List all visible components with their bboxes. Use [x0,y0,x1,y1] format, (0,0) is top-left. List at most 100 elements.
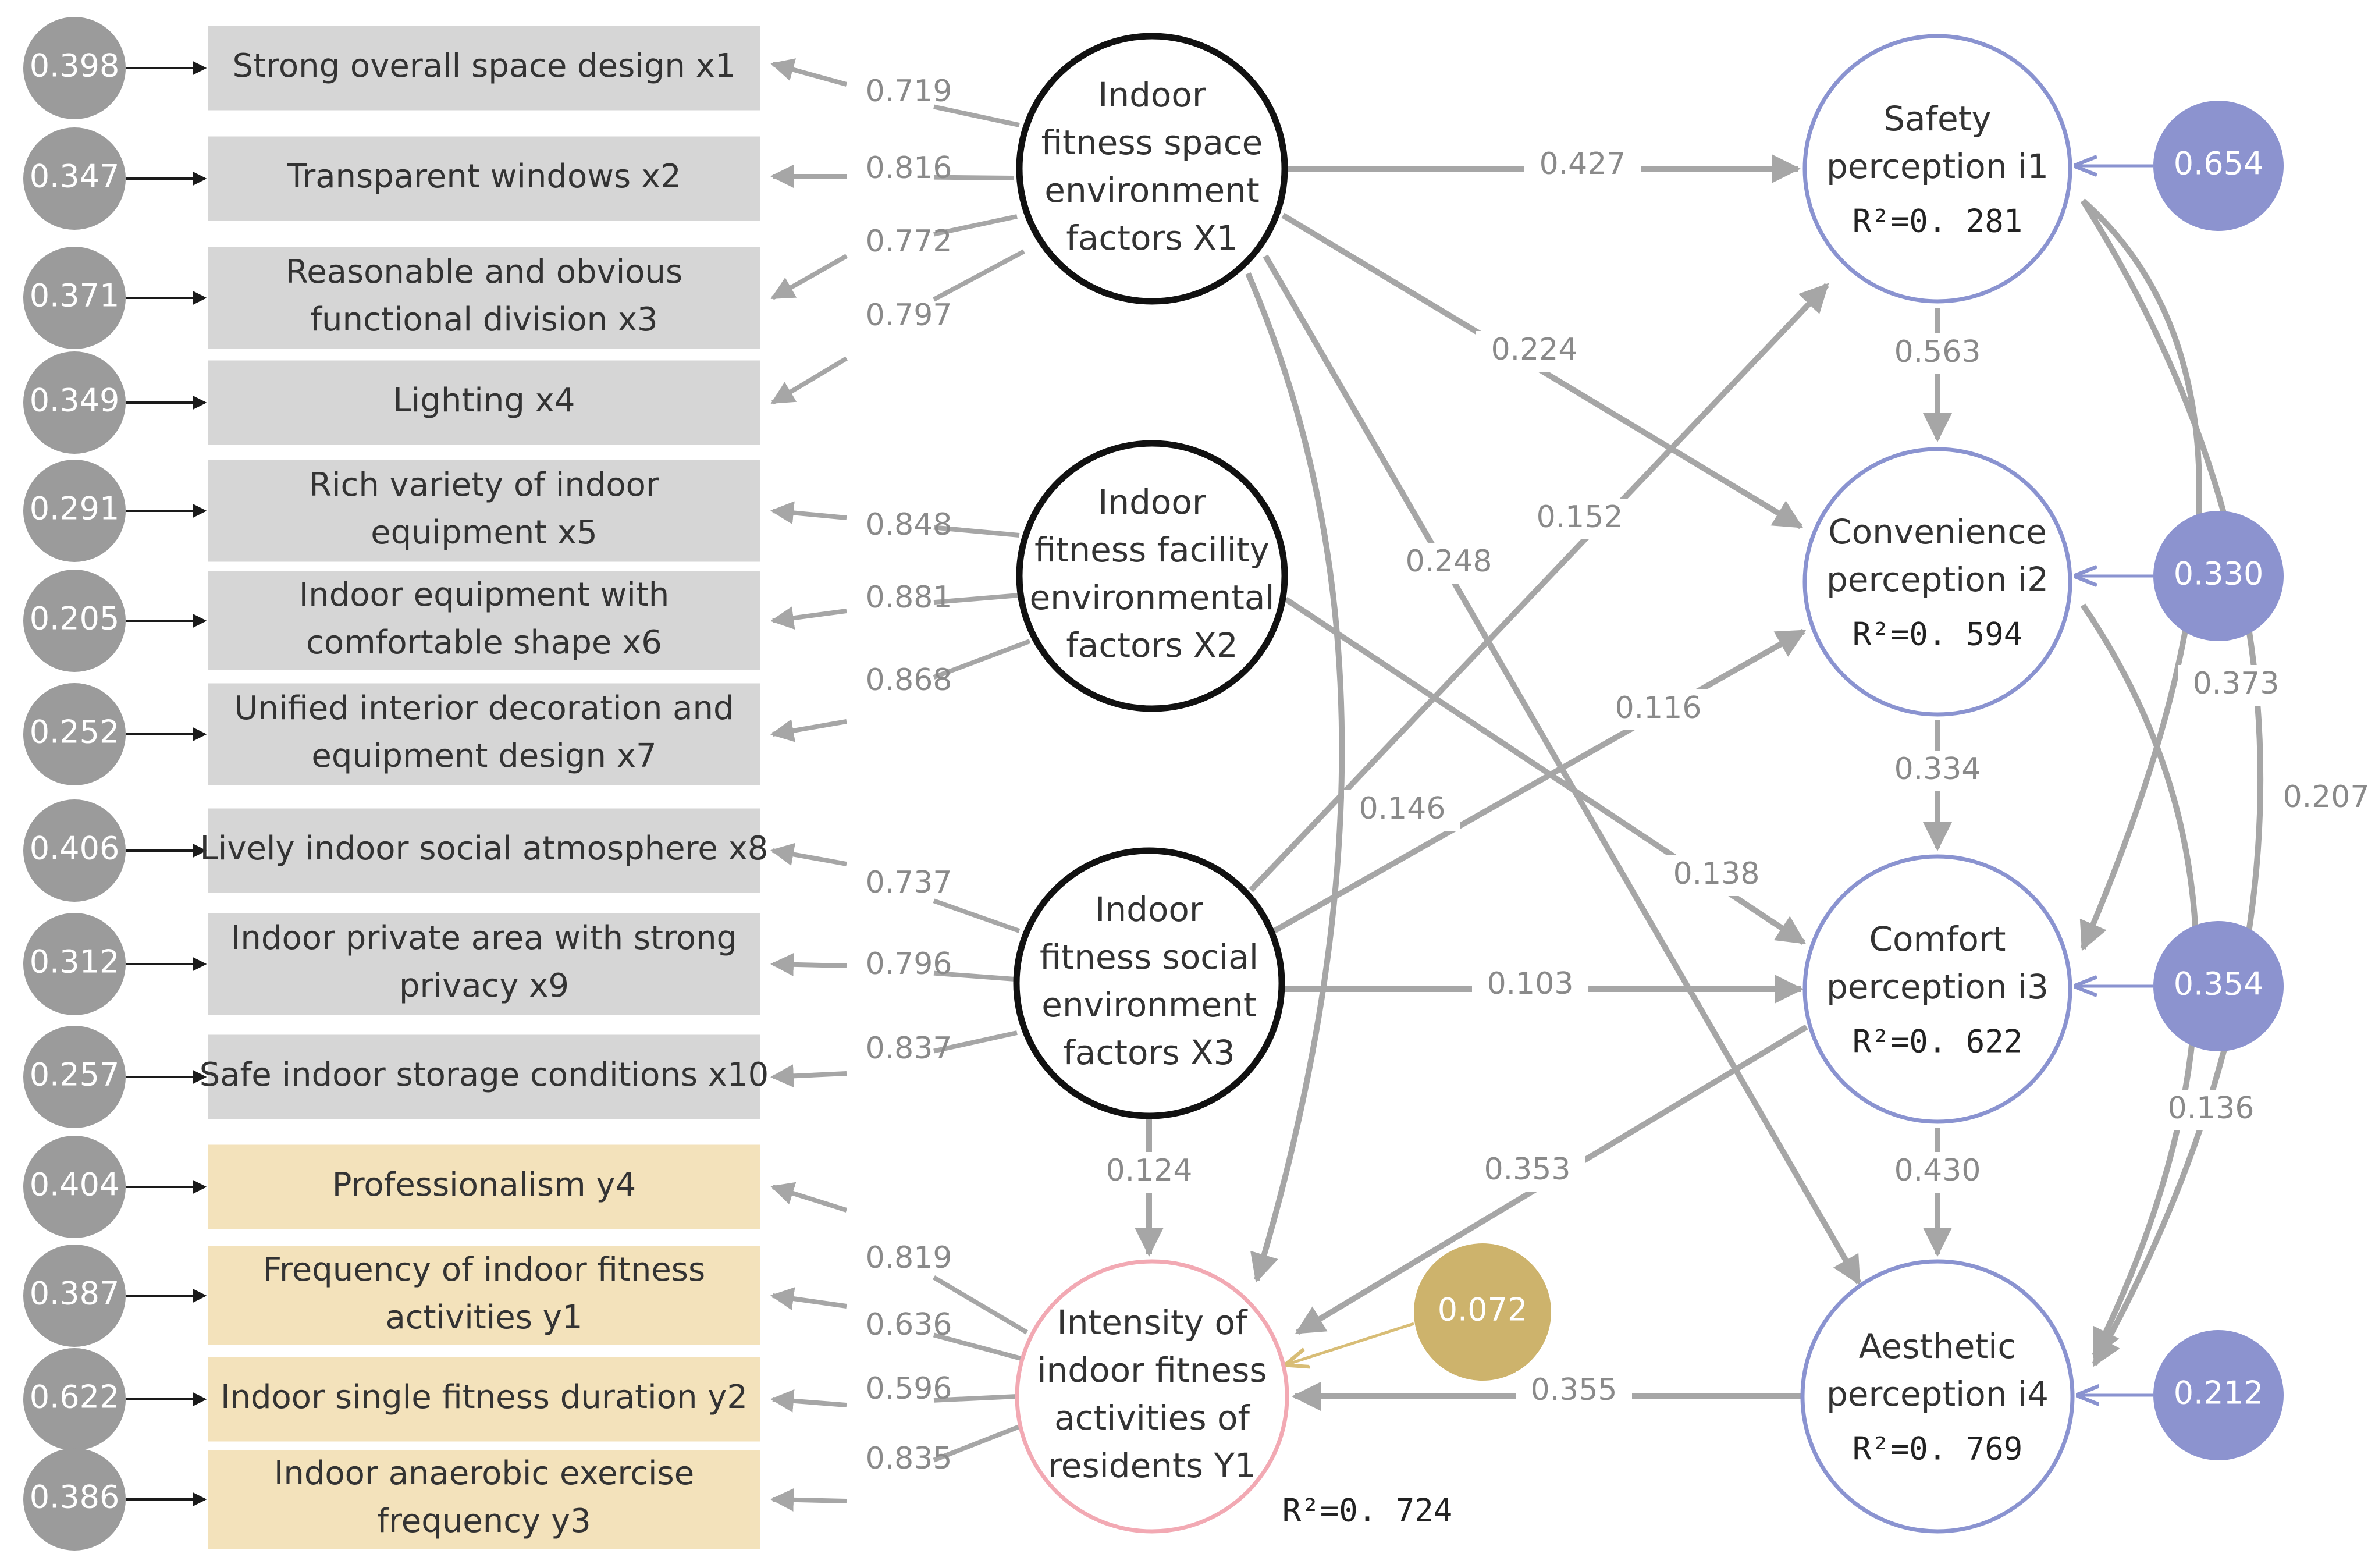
latent-label-X3-2: fitness social [1040,937,1258,977]
error-circle-x9 [23,913,126,1015]
path-coef-X3_i1: 0.152 [1537,500,1623,535]
path-label-bg-i1_i4 [2268,778,2375,819]
error-circle-x3 [23,247,126,349]
loading-arrow-x4 [770,356,848,405]
loading-value-x1: 0.719 [866,74,952,109]
error-value-x10: 0.257 [30,1057,120,1093]
latent-circle-i1 [1802,34,2072,304]
r-squared-i1: R²=0. 281 [1853,203,2023,240]
latent-error-circle-i1 [2153,101,2284,231]
latent-circle-X1 [1016,33,1288,305]
path-coef-i2_i3: 0.334 [1894,752,1981,787]
latent-label-X2-2: fitness facility [1034,530,1270,570]
error-circle-x4 [23,351,126,454]
shapes-layer [23,17,2284,1551]
indicator-label-x3-2: functional division x3 [310,301,657,339]
loading-value-y2: 0.596 [866,1371,952,1406]
error-value-x9: 0.312 [30,944,120,980]
error-value-x2: 0.347 [30,158,120,195]
latent-label-X1-2: fitness space [1041,123,1263,162]
loading-arrow-x6 [770,606,847,630]
path-label-bg-X1_i1 [1524,145,1641,186]
path-label-bg-i1_i2 [1879,333,1996,374]
indicator-label-y1-2: activities y1 [385,1299,582,1336]
latent-label-i4-2: perception i4 [1826,1374,2049,1414]
path-label-bg-X3_i1 [1521,499,1638,539]
path-label-bg-X3_i2 [1600,689,1716,730]
indicator-label-y2: Indoor single fitness duration y2 [221,1378,748,1416]
loading-line-y4 [932,1275,1029,1335]
path-label-bg-i2_i3 [1879,751,1996,791]
latent-label-Y1-2: indoor fitness [1037,1350,1267,1390]
loading-value-x4: 0.797 [866,298,952,333]
indicator-label-x5-2: equipment x5 [371,514,598,552]
path-coef-X3_Y1: 0.124 [1106,1153,1193,1188]
loading-arrow-x1 [770,58,848,87]
loading-line-x7 [933,639,1031,680]
indicator-box-x3 [208,247,760,349]
error-value-x8: 0.406 [30,830,120,867]
indicator-label-x4: Lighting x4 [393,382,575,419]
indicator-box-y3 [208,1450,760,1549]
indicator-label-y3-2: frequency y3 [377,1502,591,1540]
error-value-x4: 0.349 [30,382,120,419]
loading-value-x9: 0.796 [866,947,952,982]
error-value-x7: 0.252 [30,714,120,751]
indicator-label-y3-1: Indoor anaerobic exercise [274,1455,694,1492]
error-value-x5: 0.291 [30,490,120,527]
path-coef-X1_i2: 0.224 [1491,332,1578,367]
latent-label-i3-1: Comfort [1869,919,2006,959]
path-label-bg-X1_Y1 [1344,790,1460,831]
path-arrow-X3-i2 [1272,628,1807,934]
indicator-box-x5 [208,460,760,562]
latent-error-value-i2: 0.330 [2174,556,2264,592]
latent-error-value-i4: 0.212 [2174,1375,2264,1411]
path-label-bg-X1_i4 [1391,543,1507,584]
latent-label-Y1-4: residents Y1 [1048,1446,1256,1485]
latent-label-Y1-1: Intensity of [1057,1303,1248,1342]
path-coef-i1_i3: 0.373 [2193,666,2280,701]
indicator-box-y2 [208,1357,760,1442]
latent-label-X2-3: environmental [1029,578,1274,617]
loading-value-x5: 0.848 [866,507,952,542]
loading-value-x3: 0.772 [866,224,952,259]
loading-arrow-x3 [770,254,848,300]
loading-line-x1 [933,104,1020,127]
latent-label-X3-3: environment [1041,985,1256,1025]
loading-arrow-y1 [770,1287,847,1310]
latent-circle-i2 [1802,447,2072,717]
latent-error-circle-i2 [2153,511,2284,641]
loading-value-y4: 0.819 [866,1240,952,1275]
path-coef-X1_i1: 0.427 [1540,147,1626,182]
path-arrow-i1-i3 [2079,198,2202,951]
loading-line-x3 [933,214,1018,237]
path-coef-i3_i4: 0.430 [1894,1153,1981,1188]
loading-line-x6 [933,593,1020,605]
latent-label-i3-2: perception i3 [1826,967,2049,1007]
latent-label-Y1-3: activities of [1054,1398,1250,1438]
path-label-bg-X3_Y1 [1091,1152,1207,1193]
latent-label-i1-2: perception i1 [1826,147,2049,186]
loading-arrow-x5 [770,501,847,525]
latent-error-value-i3: 0.354 [2174,966,2264,1002]
indicator-box-x10 [208,1034,760,1119]
loading-arrow-y3 [770,1488,847,1512]
indicator-label-x6-1: Indoor equipment with [299,576,670,614]
path-arrow-X1-Y1 [1245,272,1345,1283]
loading-line-y3 [933,1424,1021,1463]
error-value-x1: 0.398 [30,48,120,84]
path-label-bg-i1_i3 [2178,665,2294,706]
indicator-label-x9-1: Indoor private area with strong [231,919,737,957]
indicator-box-x7 [208,683,760,785]
path-coef-X2_i3: 0.138 [1673,856,1760,891]
indicator-label-x3-1: Reasonable and obvious [286,253,682,291]
path-coef-X1_Y1: 0.146 [1359,791,1446,826]
path-label-bg-i3_Y1 [1469,1151,1585,1192]
path-coef-i1_i2: 0.563 [1894,335,1981,369]
loading-line-x5 [933,525,1020,538]
path-label-bg-X2_i3 [1658,855,1775,896]
error-circle-y4 [23,1136,126,1238]
loading-line-y2 [933,1394,1018,1403]
loading-arrow-y2 [770,1389,847,1413]
